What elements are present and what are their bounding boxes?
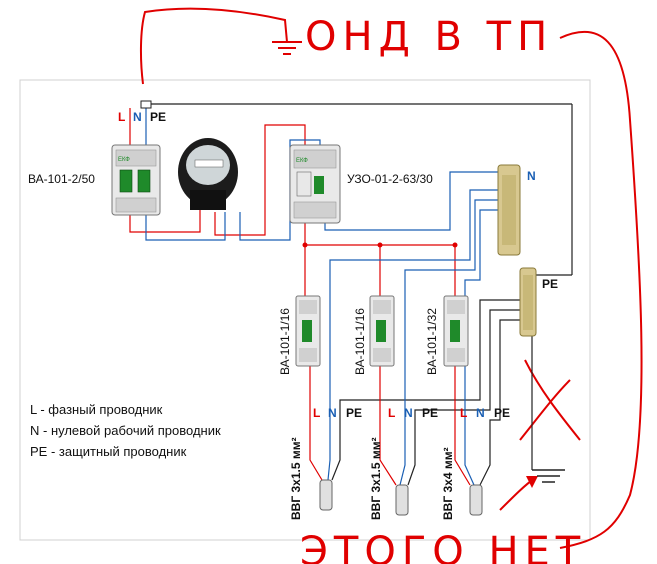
- legend-l: L - фазный проводник: [30, 402, 163, 417]
- branch-3-label-n: N: [476, 406, 485, 420]
- pe-conductor: [146, 103, 573, 486]
- breaker-face-text: ЕКФ: [118, 157, 130, 163]
- rcd-device: ЕКФ: [289, 144, 341, 224]
- ground-icon: [272, 41, 302, 55]
- breaker-1-label: ВА-101-1/16: [278, 308, 292, 375]
- branch-breaker-1: [295, 295, 321, 367]
- main-breaker-label: ВА-101-2/50: [28, 172, 95, 186]
- pe-bus-label: PE: [542, 277, 558, 291]
- branch-2-label-n: N: [404, 406, 413, 420]
- branch-3-label-l: L: [460, 406, 467, 420]
- neutral-bus: [497, 164, 521, 256]
- branch-1-label-n: N: [328, 406, 337, 420]
- branch-breaker-3: [443, 295, 469, 367]
- cable-2-label: ВВГ 3х1.5 мм²: [369, 437, 383, 520]
- arrow-head-icon: [526, 476, 538, 488]
- top-note: ОНД В ТП: [305, 14, 553, 60]
- top-label-l: L: [118, 110, 125, 124]
- n-bus-label: N: [527, 169, 536, 183]
- cable-end-1: [319, 479, 333, 511]
- main-breaker: ЕКФ: [111, 144, 161, 216]
- branch-breaker-2: [369, 295, 395, 367]
- rcd-face-text: ЕКФ: [296, 158, 308, 164]
- breaker-3-label: ВА-101-1/32: [425, 308, 439, 375]
- cable-end-3: [469, 484, 483, 516]
- handdrawn-pe-link: [139, 7, 288, 85]
- top-label-n: N: [133, 110, 142, 124]
- rcd-label: УЗО-01-2-63/30: [347, 172, 433, 186]
- phase-junctions: [302, 242, 458, 248]
- electricity-meter: [178, 138, 238, 210]
- legend-n: N - нулевой рабочий проводник: [30, 423, 221, 438]
- pe-bus: [519, 267, 537, 337]
- top-label-pe: PE: [150, 110, 166, 124]
- breaker-2-label: ВА-101-1/16: [353, 308, 367, 375]
- branch-2-label-pe: PE: [422, 406, 438, 420]
- cable-end-2: [395, 484, 409, 516]
- branch-1-label-l: L: [313, 406, 320, 420]
- legend-pe: PE - защитный проводник: [30, 444, 187, 459]
- cable-3-label: ВВГ 3х4 мм²: [441, 447, 455, 520]
- cross-mark: [519, 359, 581, 441]
- cable-1-label: ВВГ 3х1.5 мм²: [289, 437, 303, 520]
- handdrawn-curve: [559, 30, 643, 549]
- branch-2-label-l: L: [388, 406, 395, 420]
- pe-terminal: [140, 100, 152, 109]
- branch-3-label-pe: PE: [494, 406, 510, 420]
- ground-symbol-icon: [532, 469, 565, 483]
- branch-1-label-pe: PE: [346, 406, 362, 420]
- bottom-note: ЭТОГО НЕТ: [300, 529, 586, 564]
